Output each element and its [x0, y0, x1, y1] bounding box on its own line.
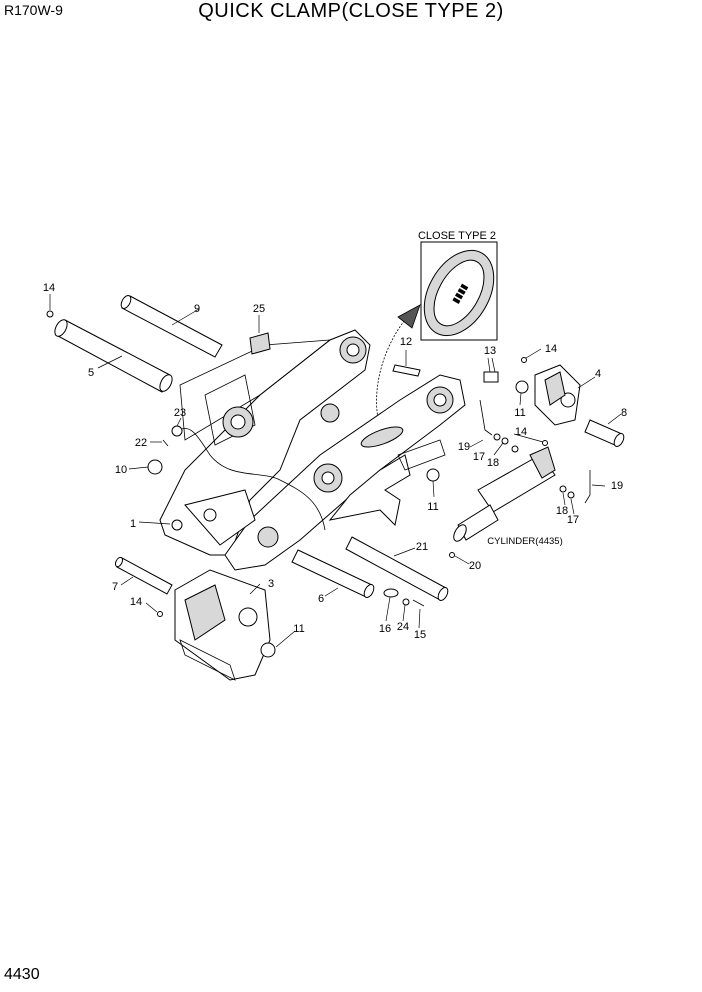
- hook-3: [174, 569, 271, 681]
- callout-20: 20: [469, 560, 481, 572]
- callout-19b: 19: [611, 480, 623, 492]
- callout-16: 16: [379, 623, 391, 635]
- callout-14b: 14: [545, 343, 557, 355]
- callout-17a: 17: [473, 451, 485, 463]
- close-type-2-inset: ▮▮▮▮: [420, 241, 498, 341]
- callout-15: 15: [414, 629, 426, 641]
- callout-18a: 18: [487, 457, 499, 469]
- leader-lines: [49, 294, 622, 648]
- callout-12: 12: [400, 336, 412, 348]
- callout-14c: 14: [515, 426, 527, 438]
- callout-4: 4: [595, 368, 601, 380]
- inset-title: CLOSE TYPE 2: [418, 230, 496, 242]
- callout-21: 21: [416, 541, 428, 553]
- main-body: [159, 329, 466, 571]
- page-title: QUICK CLAMP(CLOSE TYPE 2): [198, 0, 504, 22]
- callout-10: 10: [115, 464, 127, 476]
- callout-labels: 14 9 5 25 12 13 14 4 11 8 23 22 10 1 11 …: [43, 282, 627, 641]
- cylinder: [453, 446, 556, 542]
- cylinder-label: CYLINDER(4435): [487, 536, 563, 547]
- pin-21: [345, 536, 449, 601]
- callout-5: 5: [88, 367, 94, 379]
- callout-19a: 19: [458, 441, 470, 453]
- callout-13: 13: [484, 345, 496, 357]
- callout-14d: 14: [130, 596, 142, 608]
- callout-17b: 17: [567, 514, 579, 526]
- callout-6: 6: [318, 593, 324, 605]
- pin-6: [291, 549, 375, 598]
- callout-14a: 14: [43, 282, 55, 294]
- callout-3: 3: [268, 578, 274, 590]
- callout-23: 23: [174, 407, 186, 419]
- callout-11a: 11: [514, 407, 525, 419]
- callout-11b: 11: [427, 501, 438, 513]
- callout-18b: 18: [556, 505, 568, 517]
- model-code: R170W-9: [4, 2, 63, 18]
- callout-22: 22: [135, 437, 147, 449]
- callout-7: 7: [112, 581, 118, 593]
- callout-24: 24: [397, 621, 409, 633]
- page-number: 4430: [4, 966, 40, 983]
- callout-11c: 11: [293, 623, 304, 635]
- hook-4: [534, 364, 581, 426]
- callout-1: 1: [130, 518, 136, 530]
- pin-8: [584, 419, 625, 447]
- callout-8: 8: [621, 407, 627, 419]
- pin-5: [54, 319, 173, 393]
- callout-25: 25: [253, 303, 265, 315]
- callout-9: 9: [194, 303, 200, 315]
- pin-9: [120, 295, 223, 358]
- pin-7: [114, 556, 173, 595]
